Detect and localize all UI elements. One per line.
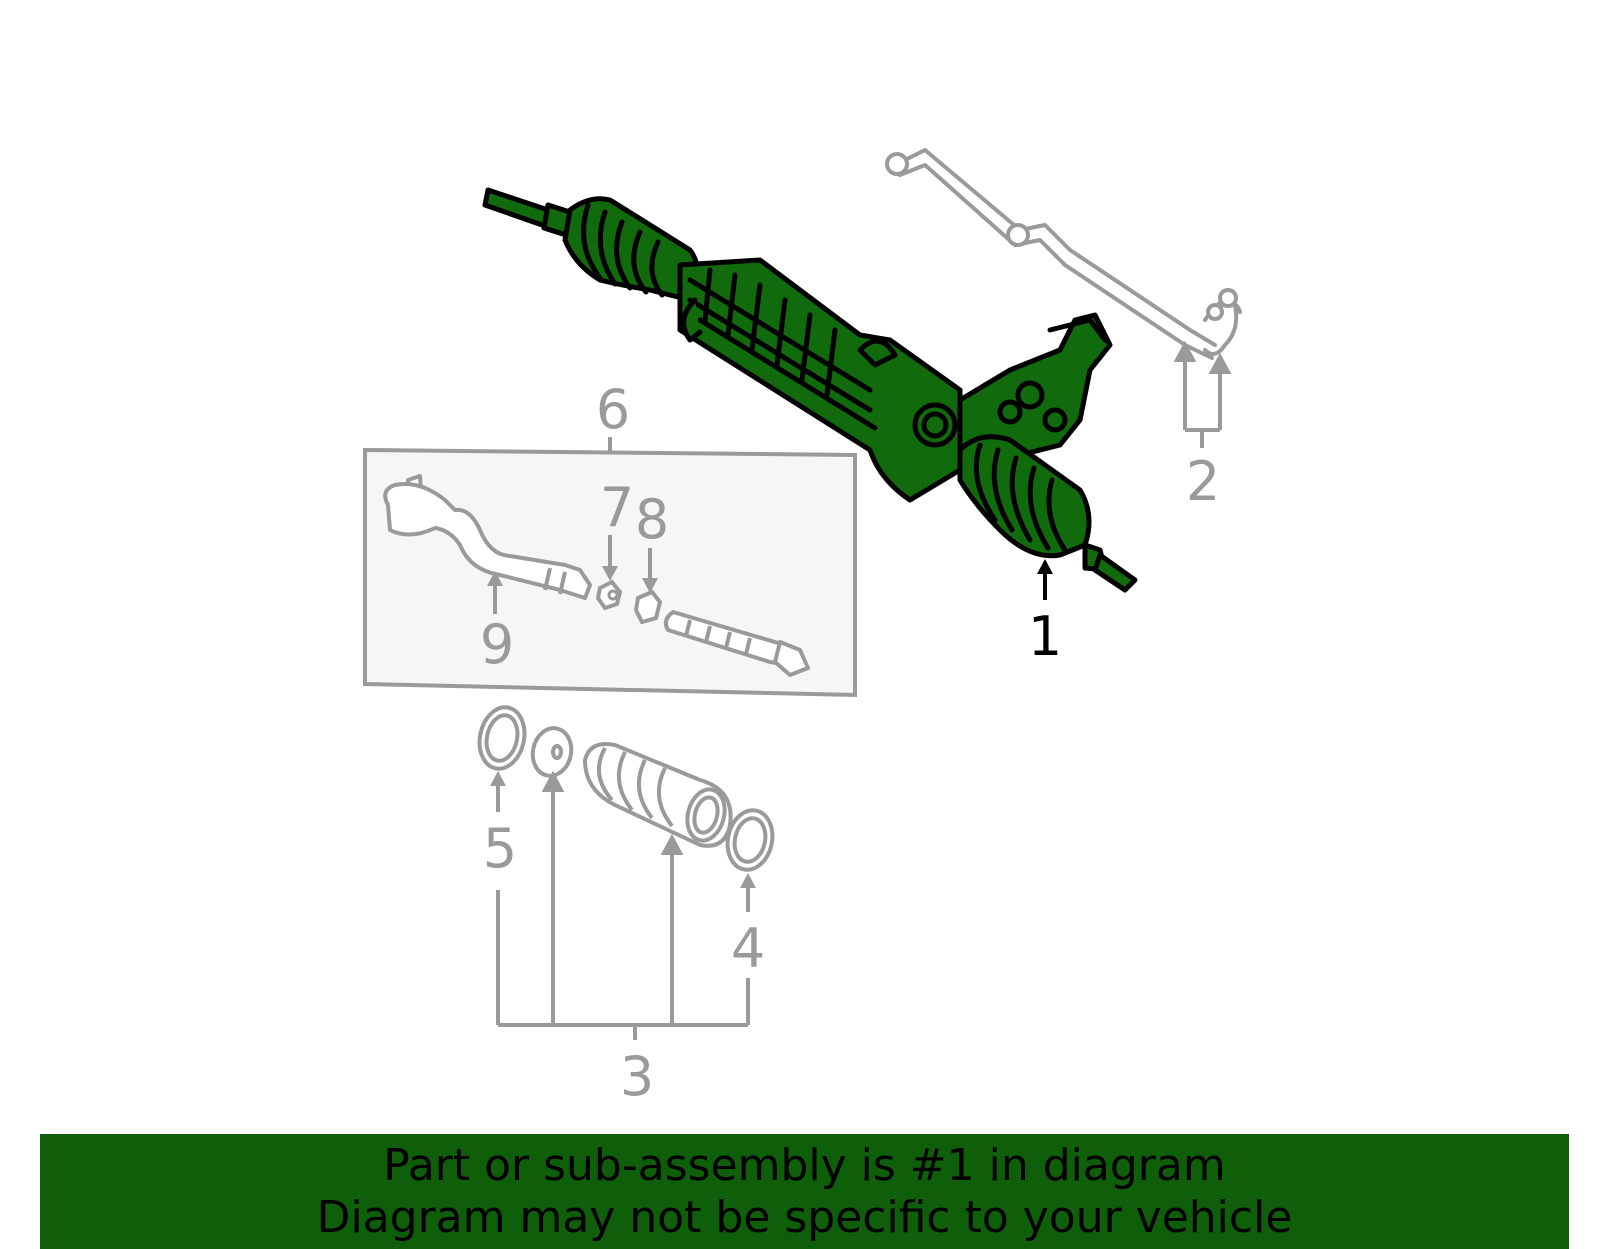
callout-9: 9 bbox=[480, 613, 514, 676]
leader-part-5 bbox=[490, 771, 506, 812]
nut-part-8[interactable] bbox=[633, 589, 663, 625]
callout-1: 1 bbox=[1028, 605, 1062, 668]
banner-line-2: Diagram may not be specific to your vehi… bbox=[316, 1191, 1293, 1243]
leader-part-4 bbox=[740, 873, 756, 912]
callout-2: 2 bbox=[1186, 450, 1220, 513]
leader-part-3 bbox=[496, 770, 750, 1040]
callout-4: 4 bbox=[731, 917, 765, 980]
callout-8: 8 bbox=[635, 488, 669, 551]
callout-5: 5 bbox=[483, 817, 517, 880]
leader-part-7 bbox=[602, 535, 618, 581]
callout-3: 3 bbox=[620, 1045, 654, 1108]
callout-6: 6 bbox=[596, 378, 630, 441]
leader-part-9 bbox=[487, 571, 503, 614]
steering-gear-part-1[interactable] bbox=[482, 187, 1138, 593]
leader-part-2 bbox=[1173, 340, 1232, 448]
leader-part-8 bbox=[642, 548, 658, 593]
inner-tie-rod[interactable] bbox=[663, 610, 810, 677]
clamp-part-5[interactable] bbox=[474, 703, 530, 773]
boot-washer[interactable] bbox=[528, 725, 575, 780]
callout-7: 7 bbox=[600, 476, 634, 539]
banner-line-1: Part or sub-assembly is #1 in diagram bbox=[383, 1139, 1226, 1191]
leader-part-1 bbox=[1037, 559, 1053, 600]
clamp-part-4[interactable] bbox=[722, 806, 778, 874]
disclaimer-banner: Part or sub-assembly is #1 in diagram Di… bbox=[40, 1134, 1569, 1249]
steering-boot[interactable] bbox=[583, 742, 733, 848]
outer-tie-rod-part-9[interactable] bbox=[383, 474, 592, 600]
jam-nut-part-7[interactable] bbox=[595, 579, 623, 611]
